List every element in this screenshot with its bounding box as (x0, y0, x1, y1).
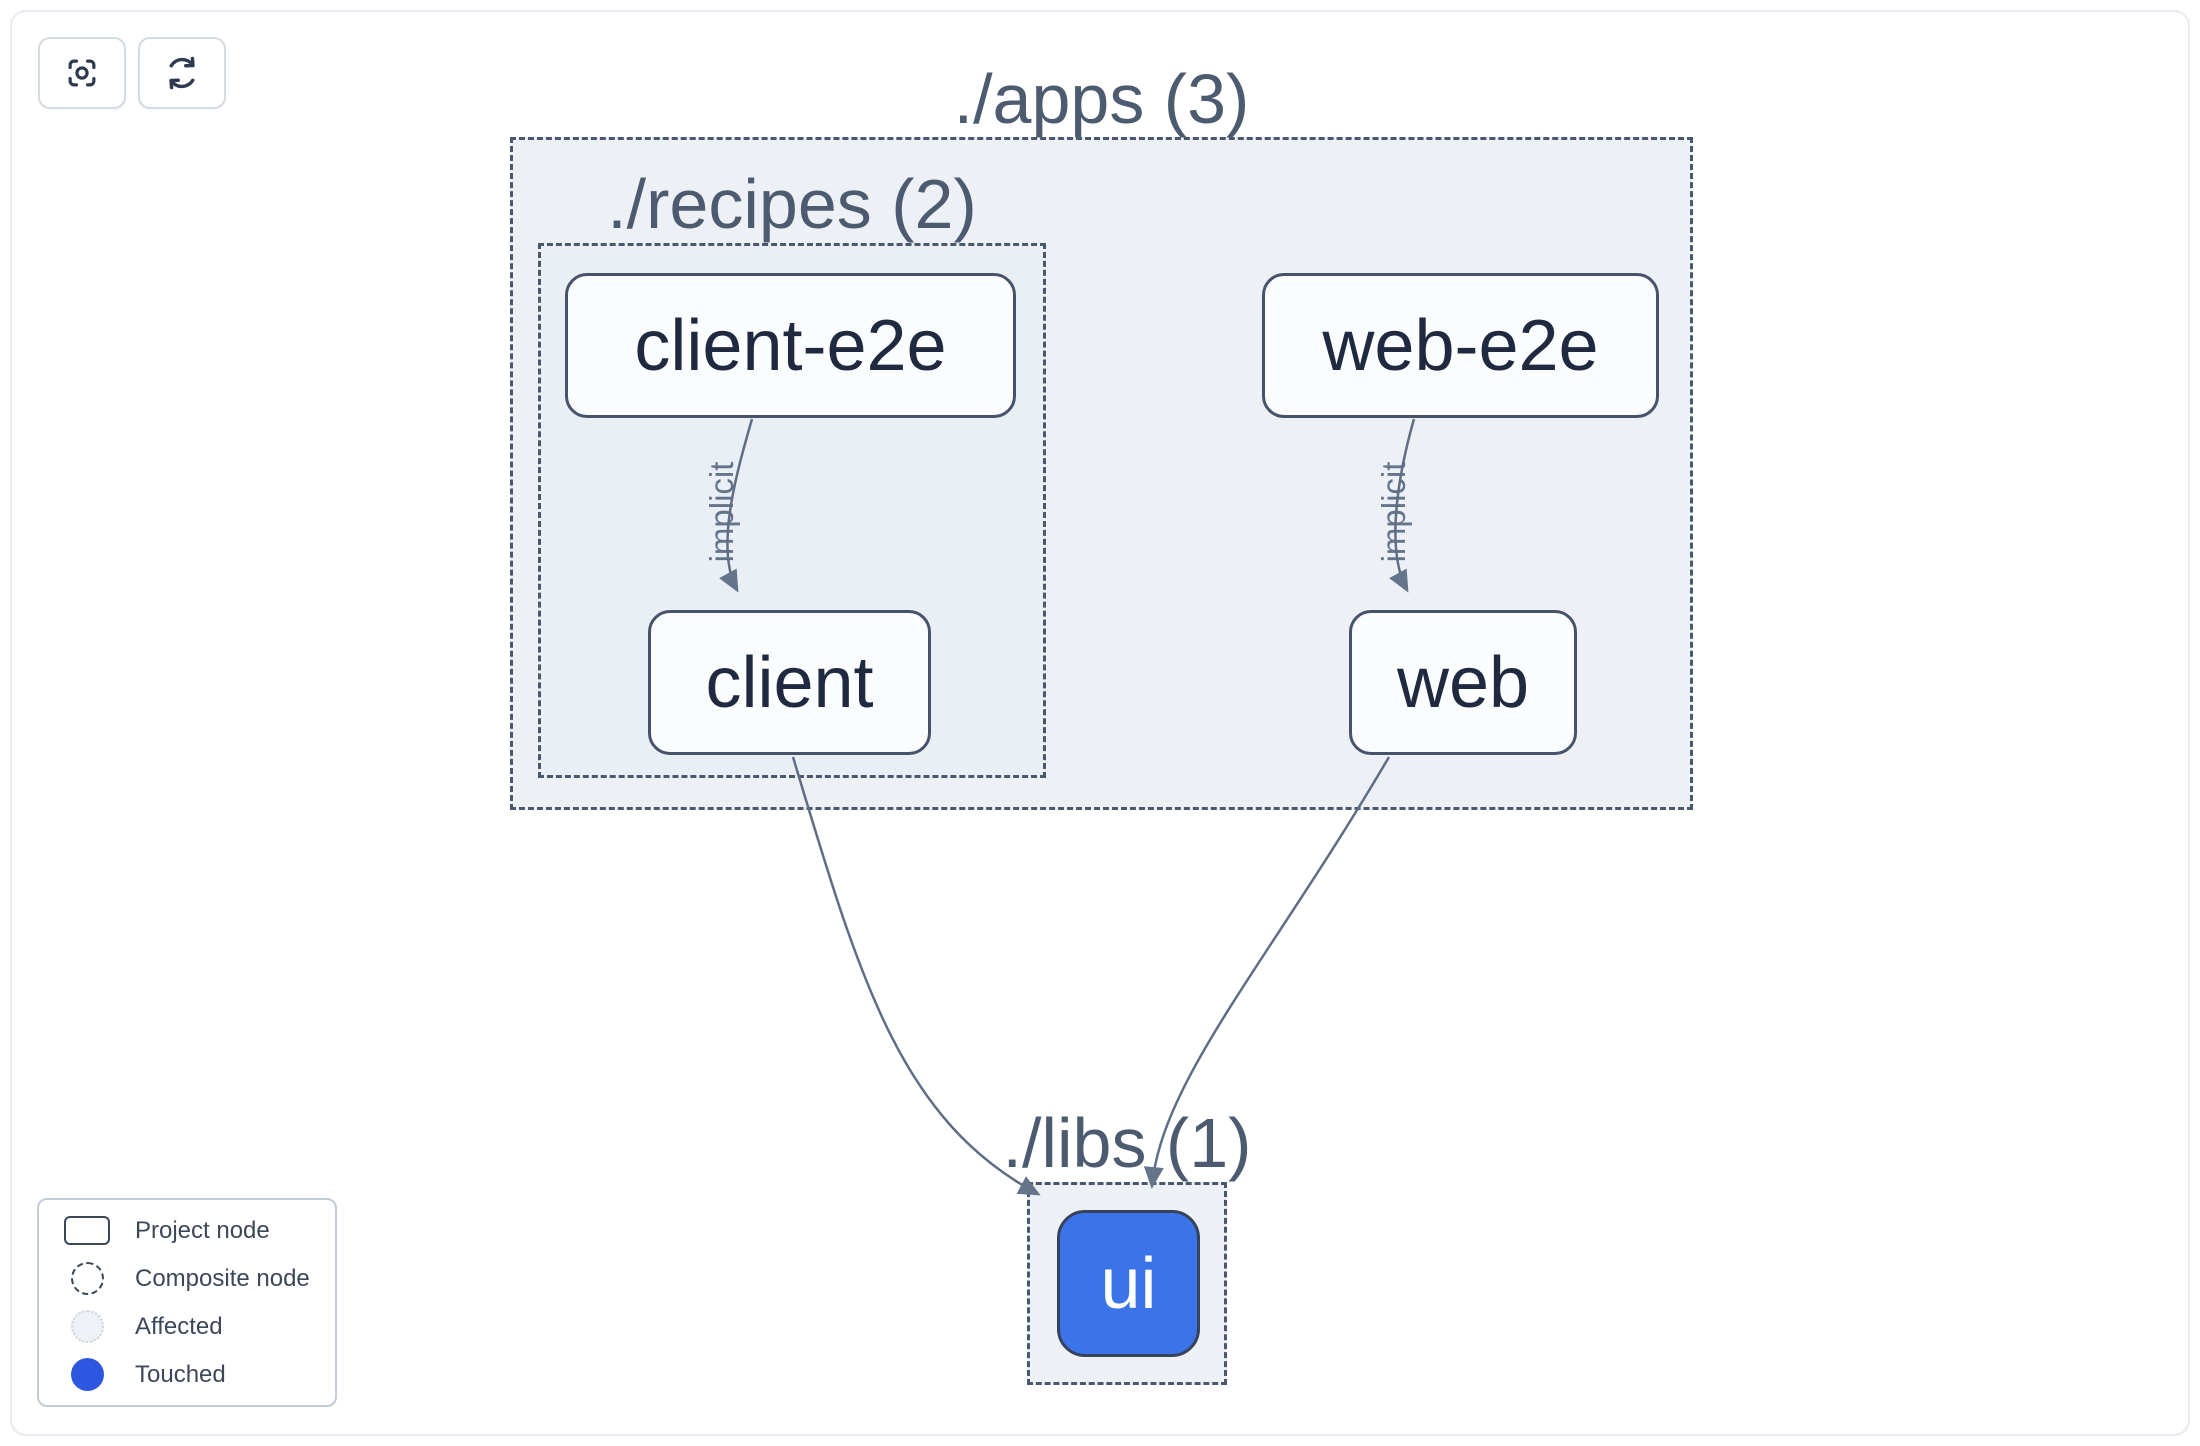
node-label: ui (1100, 1243, 1157, 1324)
node-web-e2e[interactable]: web-e2e (1262, 273, 1659, 418)
legend-label: Affected (135, 1312, 223, 1340)
implicit-edge-label: implicit (1375, 461, 1412, 563)
composite-node-swatch-icon (39, 1262, 135, 1295)
touched-swatch-icon (39, 1358, 135, 1391)
legend-label: Touched (135, 1360, 226, 1388)
node-client-e2e[interactable]: client-e2e (565, 273, 1016, 418)
node-label: client (705, 642, 874, 723)
node-label: client-e2e (634, 305, 947, 386)
legend-item-project-node: Project node (39, 1214, 335, 1248)
composite-title-recipes[interactable]: ./recipes (2) (607, 165, 977, 243)
legend-label: Project node (135, 1216, 270, 1244)
focus-button[interactable] (38, 37, 126, 109)
node-ui[interactable]: ui (1057, 1210, 1200, 1357)
node-label: web (1396, 642, 1530, 723)
node-client[interactable]: client (648, 610, 931, 755)
legend-item-affected: Affected (39, 1310, 335, 1344)
composite-title-apps[interactable]: ./apps (3) (953, 60, 1250, 138)
composite-title-libs[interactable]: ./libs (1) (1002, 1104, 1252, 1182)
node-label: web-e2e (1322, 305, 1599, 386)
affected-swatch-icon (39, 1310, 135, 1343)
refresh-button[interactable] (138, 37, 226, 109)
node-web[interactable]: web (1349, 610, 1577, 755)
legend-item-touched: Touched (39, 1358, 335, 1392)
focus-icon (63, 54, 101, 92)
refresh-icon (163, 54, 201, 92)
legend: Project node Composite node Affected Tou… (37, 1198, 337, 1407)
legend-label: Composite node (135, 1264, 310, 1292)
project-node-swatch-icon (39, 1216, 135, 1245)
implicit-edge-label: implicit (703, 461, 740, 563)
legend-item-composite-node: Composite node (39, 1262, 335, 1296)
